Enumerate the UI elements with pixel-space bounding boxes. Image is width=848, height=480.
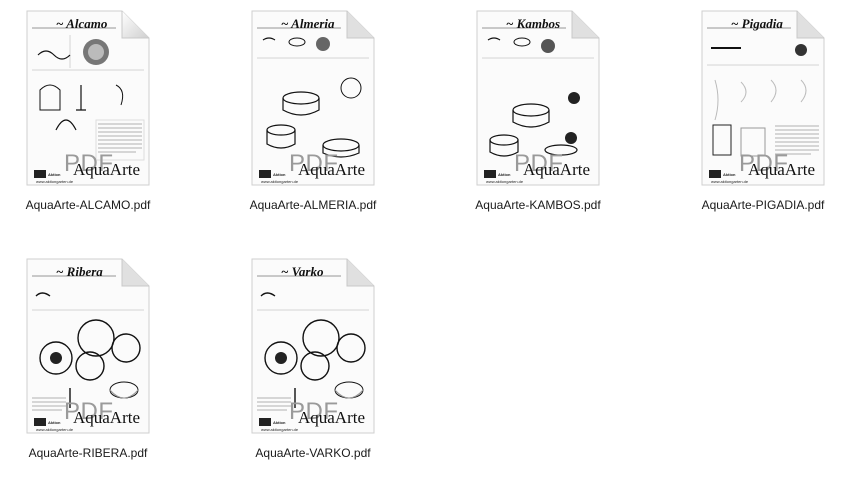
thumb-brand: AquaArte	[297, 160, 365, 179]
thumb-small-brand: Aktion	[273, 172, 286, 177]
file-item-varko[interactable]: ~ Varko PDF AquaArte Aktion www.aktionga…	[213, 248, 413, 480]
thumb-small-brand: Aktion	[273, 420, 286, 425]
thumb-website: www.aktiongarten.de	[261, 179, 299, 184]
thumb-website: www.aktiongarten.de	[36, 427, 74, 432]
file-name[interactable]: AquaArte-PIGADIA.pdf	[701, 198, 825, 212]
pdf-document-icon[interactable]: ~ Ribera PDF AquaArte Aktion www.aktiong…	[26, 258, 150, 434]
file-item-pigadia[interactable]: ~ Pigadia PDF AquaArte Aktion www.aktion…	[663, 0, 848, 232]
file-item-ribera[interactable]: ~ Ribera PDF AquaArte Aktion www.aktiong…	[0, 248, 188, 480]
thumb-website: www.aktiongarten.de	[36, 179, 74, 184]
thumb-title: ~ Varko	[281, 264, 324, 279]
thumb-brand: AquaArte	[72, 160, 140, 179]
thumb-title: ~ Kambos	[506, 16, 560, 31]
file-name[interactable]: AquaArte-VARKO.pdf	[255, 446, 371, 460]
thumb-title: ~ Pigadia	[731, 16, 783, 31]
file-name[interactable]: AquaArte-KAMBOS.pdf	[475, 198, 601, 212]
pdf-document-icon[interactable]: ~ Almeria PDF AquaArte Aktion www.aktion…	[251, 10, 375, 186]
pdf-document-icon[interactable]: ~ Kambos PDF AquaArte Aktion www.aktiong…	[476, 10, 600, 186]
thumb-website: www.aktiongarten.de	[486, 179, 524, 184]
file-item-alcamo[interactable]: ~ Alcamo PDF AquaArte Aktion www.aktiong…	[0, 0, 188, 232]
pdf-badge: PDF	[64, 150, 114, 177]
thumb-small-brand: Aktion	[48, 172, 61, 177]
thumb-small-brand: Aktion	[723, 172, 736, 177]
thumb-brand: AquaArte	[72, 408, 140, 427]
thumb-website: www.aktiongarten.de	[711, 179, 749, 184]
pdf-document-icon[interactable]: ~ Pigadia PDF AquaArte Aktion www.aktion…	[701, 10, 825, 186]
thumb-brand: AquaArte	[747, 160, 815, 179]
thumb-small-brand: Aktion	[48, 420, 61, 425]
pdf-badge: PDF	[64, 398, 114, 425]
file-item-kambos[interactable]: ~ Kambos PDF AquaArte Aktion www.aktiong…	[438, 0, 638, 232]
pdf-badge: PDF	[514, 150, 564, 177]
file-name[interactable]: AquaArte-RIBERA.pdf	[28, 446, 148, 460]
pdf-badge: PDF	[739, 150, 789, 177]
thumb-title: ~ Ribera	[56, 264, 103, 279]
thumb-title: ~ Alcamo	[56, 16, 108, 31]
pdf-badge: PDF	[289, 398, 339, 425]
thumb-title: ~ Almeria	[281, 16, 335, 31]
thumb-small-brand: Aktion	[498, 172, 511, 177]
thumb-brand: AquaArte	[522, 160, 590, 179]
file-item-almeria[interactable]: ~ Almeria PDF AquaArte Aktion www.aktion…	[213, 0, 413, 232]
file-name[interactable]: AquaArte-ALCAMO.pdf	[25, 198, 151, 212]
thumb-brand: AquaArte	[297, 408, 365, 427]
pdf-badge: PDF	[289, 150, 339, 177]
thumb-website: www.aktiongarten.de	[261, 427, 299, 432]
pdf-document-icon[interactable]: ~ Alcamo PDF AquaArte Aktion www.aktiong…	[26, 10, 150, 186]
pdf-document-icon[interactable]: ~ Varko PDF AquaArte Aktion www.aktionga…	[251, 258, 375, 434]
file-name[interactable]: AquaArte-ALMERIA.pdf	[249, 198, 377, 212]
